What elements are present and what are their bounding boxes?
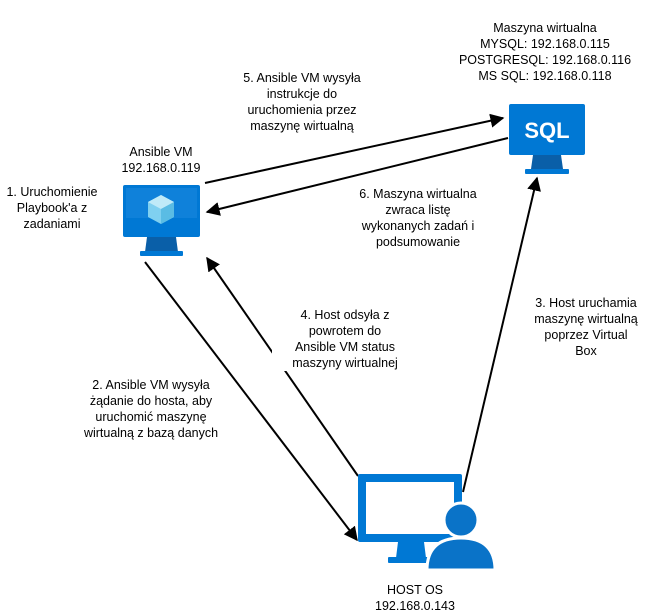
arrow-step6-sql-to-ansible [205,137,509,216]
step-6-label: 6. Maszyna wirtualna zwraca listę wykona… [342,186,494,250]
host-computer-user-icon [358,474,497,572]
azure-vm-icon [123,185,200,256]
host-os-title: HOST OS 192.168.0.143 [375,583,455,613]
step-5-label: 5. Ansible VM wysyła instrukcje do uruch… [222,70,382,134]
arrow-step3-host-to-sql [462,176,541,493]
arrow-step5-ansible-to-sql [204,113,505,184]
sql-vm-title: Maszyna wirtualna MYSQL: 192.168.0.115 P… [458,21,632,83]
step-4-label: 4. Host odsyła z powrotem do Ansible VM … [272,307,418,371]
ansible-vm-title: Ansible VM 192.168.0.119 [121,145,201,175]
step-1-label: 1. Uruchomienie Playbook'a z zadaniami [6,185,98,231]
sql-icon-label: SQL [524,118,569,143]
step-2-label: 2. Ansible VM wysyła żądanie do hosta, a… [72,377,230,441]
arrow-step2-ansible-to-host [144,261,358,542]
sql-server-icon: SQL [509,104,585,174]
step-3-label: 3. Host uruchamia maszynę wirtualną popr… [520,295,652,359]
